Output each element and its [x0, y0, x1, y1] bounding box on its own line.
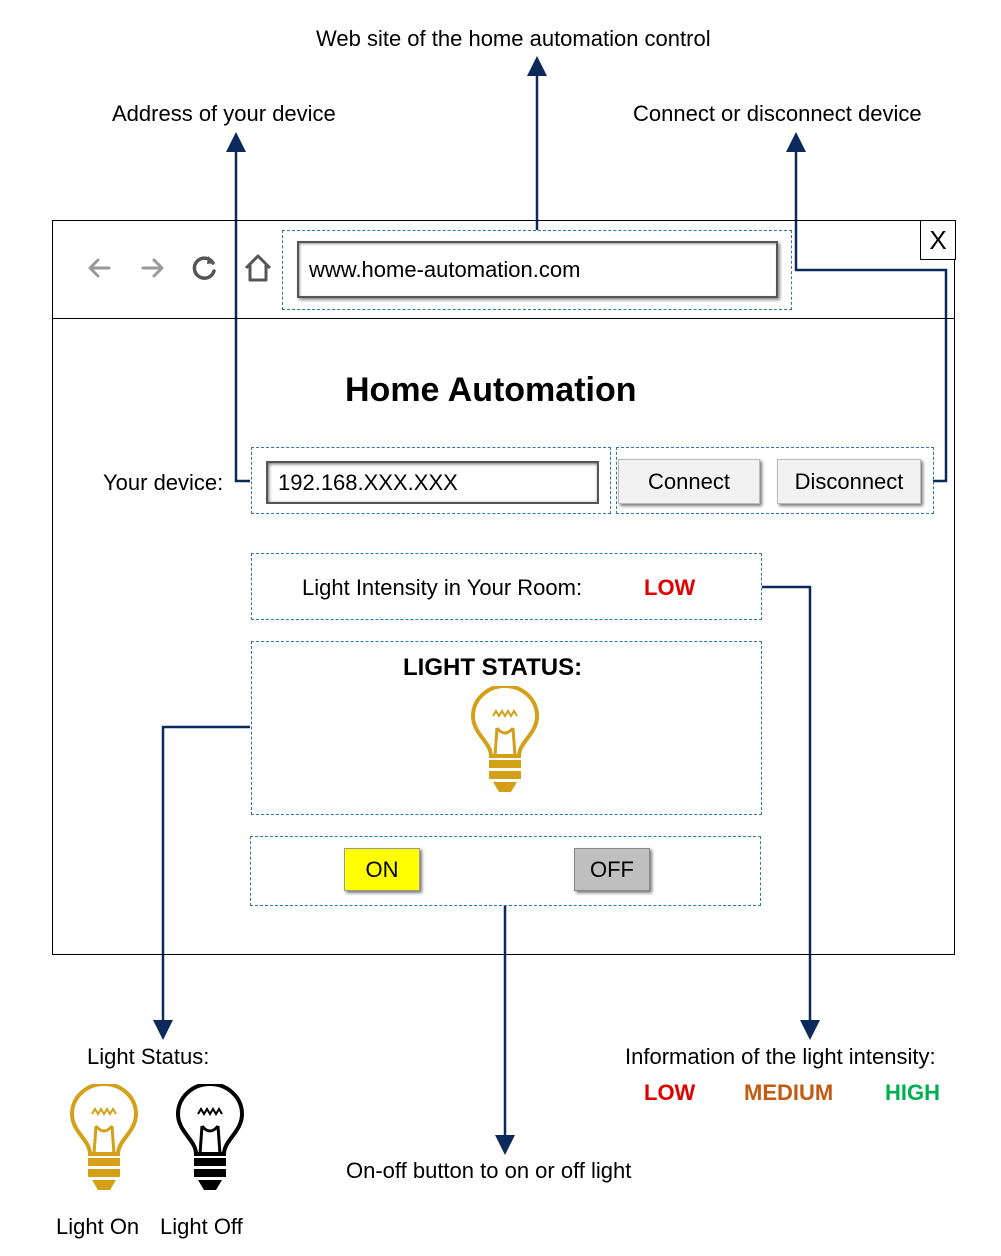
annotation-on-off: On-off button to on or off light [346, 1158, 632, 1183]
browser-window: www.home-automation.com X Home Automatio… [52, 220, 956, 955]
intensity-level-high: HIGH [885, 1080, 940, 1105]
device-label: Your device: [103, 470, 224, 495]
page-title: Home Automation [345, 371, 637, 409]
connector-intensity [762, 585, 820, 1040]
annotation-device-address: Address of your device [112, 101, 336, 126]
connector-connect-disconnect [786, 132, 948, 483]
light-status-box [251, 641, 762, 815]
forward-arrow-icon[interactable] [135, 251, 169, 285]
intensity-level-medium: MEDIUM [744, 1080, 834, 1105]
annotation-connect-disconnect: Connect or disconnect device [633, 101, 922, 126]
light-status-label: LIGHT STATUS: [403, 654, 583, 681]
connect-annotation-box [616, 447, 934, 514]
reload-icon[interactable] [188, 251, 222, 285]
light-bulb-on-icon [470, 686, 540, 792]
on-off-box [250, 836, 761, 906]
annotation-website: Web site of the home automation control [316, 26, 711, 51]
back-arrow-icon[interactable] [83, 251, 117, 285]
intensity-value: LOW [644, 575, 696, 600]
on-button[interactable]: ON [344, 848, 420, 891]
home-icon[interactable] [241, 251, 275, 285]
annotation-intensity: Information of the light intensity: [625, 1044, 936, 1069]
connector-device-address [226, 132, 250, 483]
connector-light-status [153, 725, 250, 1040]
intensity-box [251, 553, 762, 620]
browser-toolbar: www.home-automation.com X [53, 220, 956, 319]
close-button[interactable]: X [920, 220, 956, 260]
device-annotation-box [251, 447, 611, 514]
light-bulb-off-icon [175, 1084, 245, 1190]
connect-button[interactable]: Connect [618, 459, 760, 504]
intensity-level-low: LOW [644, 1080, 696, 1105]
annotation-light-off: Light Off [160, 1214, 243, 1239]
off-button[interactable]: OFF [574, 848, 650, 891]
device-ip-input[interactable]: 192.168.XXX.XXX [266, 461, 599, 504]
disconnect-button[interactable]: Disconnect [777, 459, 921, 504]
light-bulb-on-icon [69, 1084, 139, 1190]
url-input[interactable]: www.home-automation.com [297, 241, 778, 298]
url-annotation-box [282, 230, 792, 310]
intensity-label: Light Intensity in Your Room: [302, 575, 583, 600]
annotation-light-status: Light Status: [87, 1044, 210, 1069]
annotation-light-on: Light On [56, 1214, 140, 1239]
